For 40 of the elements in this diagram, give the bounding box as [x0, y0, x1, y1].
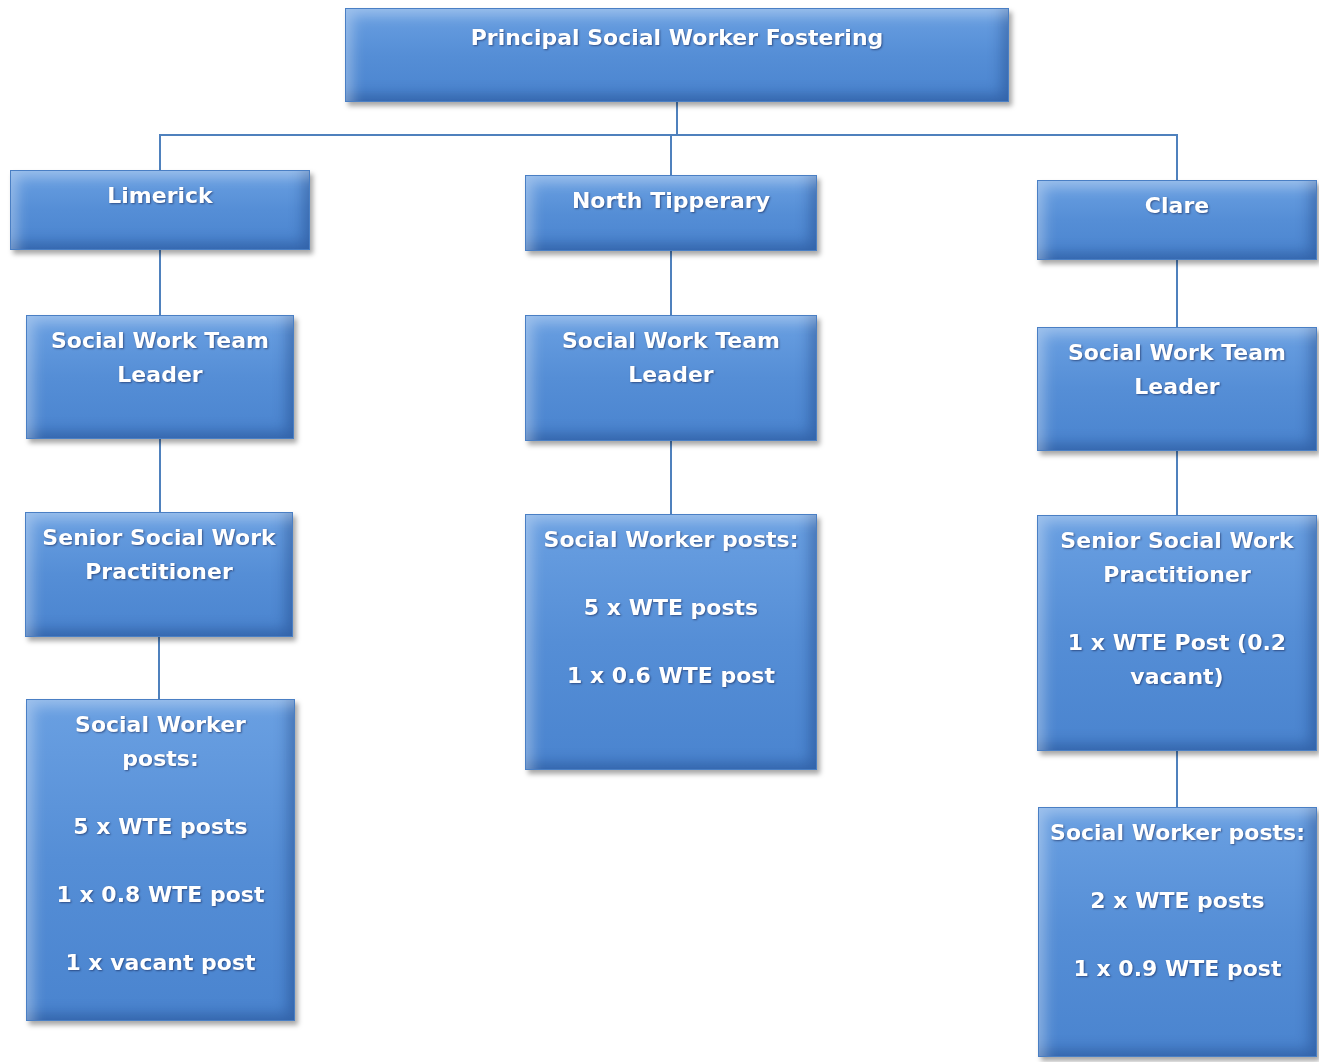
box-text: Social Worker posts: — [543, 526, 799, 554]
org-box — [25, 512, 293, 637]
box-text: 2 x WTE posts — [1090, 887, 1265, 915]
org-box — [26, 699, 295, 1021]
box-text: Social Work Team Leader — [560, 327, 782, 389]
box-text: Principal Social Worker Fostering — [470, 24, 884, 52]
box-text: Senior Social Work Practitioner — [1059, 527, 1295, 589]
connector-line — [1176, 450, 1178, 516]
org-box — [525, 514, 817, 770]
box-text: North Tipperary — [571, 187, 771, 215]
connector-line — [158, 636, 160, 700]
connector-line — [159, 438, 161, 513]
org-box — [525, 175, 817, 251]
box-text: 5 x WTE posts — [73, 813, 248, 841]
connector-line — [1176, 750, 1178, 808]
org-box — [1038, 807, 1317, 1057]
org-box — [1037, 327, 1317, 451]
box-text: 1 x 0.6 WTE post — [567, 662, 775, 690]
box-text: Social Worker posts: — [74, 711, 247, 773]
org-box — [1037, 515, 1317, 751]
box-text: 1 x 0.8 WTE post — [56, 881, 265, 909]
box-text: 1 x WTE Post (0.2 vacant) — [1066, 629, 1288, 691]
org-box — [345, 8, 1009, 102]
box-text: 1 x vacant post — [65, 949, 256, 977]
org-box — [525, 315, 817, 441]
connector-line — [670, 250, 672, 316]
box-text: Senior Social Work Practitioner — [41, 524, 277, 586]
box-text: Social Work Team Leader — [1066, 339, 1288, 401]
box-text: Limerick — [107, 182, 213, 210]
box-text: Social Work Team Leader — [49, 327, 271, 389]
connector-line — [159, 249, 161, 316]
connector-line — [670, 440, 672, 515]
box-text: Social Worker posts: — [1050, 819, 1305, 847]
org-box — [10, 170, 310, 250]
connector-line — [1176, 259, 1178, 328]
org-box — [1037, 180, 1317, 260]
box-text: Clare — [1144, 192, 1210, 220]
box-text: 1 x 0.9 WTE post — [1073, 955, 1282, 983]
box-text: 5 x WTE posts — [583, 594, 759, 622]
org-box — [26, 315, 294, 439]
